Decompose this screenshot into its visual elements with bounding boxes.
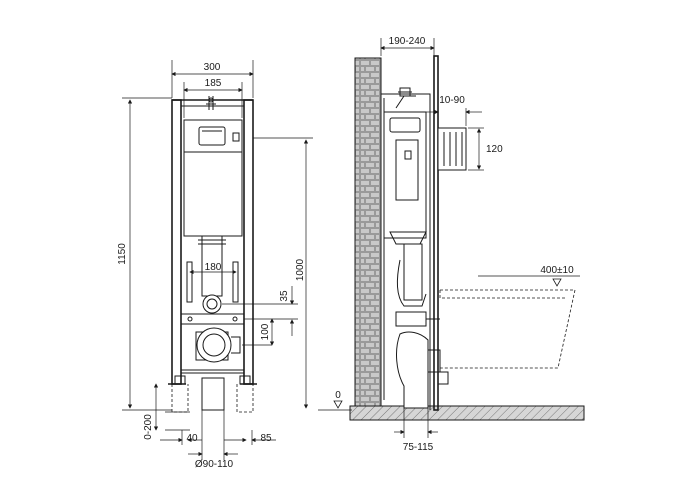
- front-crossbar: [180, 313, 245, 325]
- front-drain-pipe: [201, 377, 225, 411]
- dim-185: 185: [205, 78, 222, 89]
- dim-180: 180: [205, 262, 222, 273]
- dim-35: 35: [279, 290, 290, 302]
- toilet-bowl-outline: [440, 289, 576, 369]
- side-inlet-box: [437, 127, 467, 171]
- dim-1000: 1000: [295, 258, 306, 281]
- side-bolt-bracket: [395, 311, 427, 327]
- front-right-rail: [243, 99, 254, 385]
- side-view: 400±10 0 190-240 10-90 120 75-115: [318, 36, 585, 453]
- dim-diameter: Ø90-110: [195, 459, 234, 470]
- brick-wall: [354, 57, 382, 411]
- flush-outlet: [202, 294, 222, 314]
- dim-0-200: 0-200: [143, 414, 154, 440]
- dim-10-90: 10-90: [439, 95, 465, 106]
- dim-190-240: 190-240: [389, 36, 426, 47]
- side-cistern: [383, 111, 427, 239]
- front-view: 180 300 185: [117, 60, 313, 470]
- floor: [349, 405, 585, 421]
- dim-zero: 0: [335, 390, 341, 401]
- dim-1150: 1150: [117, 243, 128, 265]
- dim-300: 300: [204, 62, 221, 73]
- water-inlet: [206, 96, 216, 110]
- dim-100: 100: [260, 323, 271, 340]
- dim-400: 400±10: [540, 265, 574, 276]
- dim-40: 40: [186, 433, 198, 444]
- dim-75-115: 75-115: [403, 442, 434, 453]
- front-left-rail: [171, 99, 182, 385]
- dim-85: 85: [260, 433, 272, 444]
- front-drain-bend: [196, 327, 232, 363]
- side-drain-bend: [396, 331, 429, 409]
- flush-plate-opening: [198, 126, 226, 146]
- side-panel: [433, 55, 439, 411]
- dim-120: 120: [486, 144, 503, 155]
